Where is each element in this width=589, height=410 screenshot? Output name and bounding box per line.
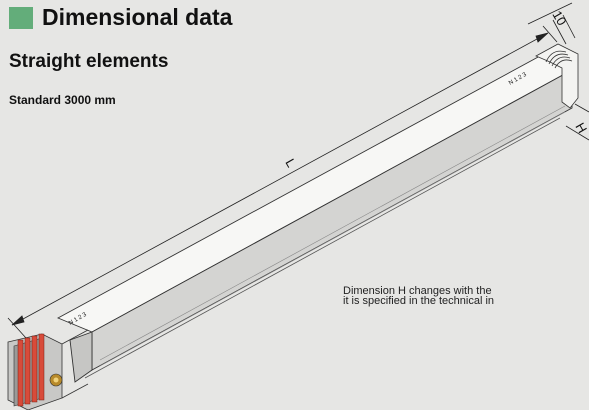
busbar-body <box>56 55 574 383</box>
length-dimension-label: L <box>282 156 299 170</box>
dimension-note: Dimension H changes with the it is speci… <box>343 285 495 307</box>
standard-length-label: Standard 3000 mm <box>9 93 116 107</box>
header-accent-square <box>9 7 33 29</box>
length-dimension <box>7 25 558 339</box>
section-subtitle: Straight elements <box>9 51 169 72</box>
height-dimension <box>565 103 589 141</box>
note-line-1: Dimension H changes with the <box>343 285 492 297</box>
height-dimension-label: H <box>572 120 589 136</box>
top-dimension-label: 10 <box>549 8 569 28</box>
top-dimension <box>527 2 576 45</box>
note-line-2: it is specified in the technical in <box>343 295 495 307</box>
far-end-connector <box>535 43 579 109</box>
page-title: Dimensional data <box>42 4 233 30</box>
near-end-connector <box>7 329 89 410</box>
